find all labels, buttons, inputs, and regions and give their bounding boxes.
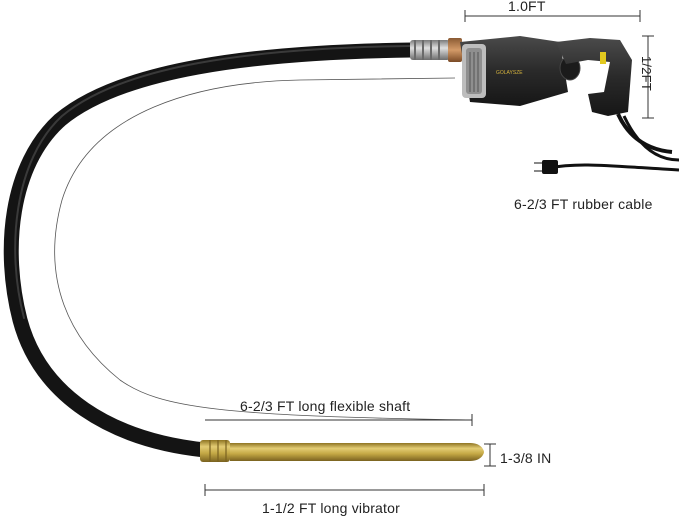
- vibrator-length-label: 1-1/2 FT long vibrator: [262, 500, 400, 516]
- hose-coupling: [410, 38, 462, 62]
- dimension-lines: [204, 10, 654, 496]
- power-switch: [600, 52, 606, 64]
- vibrator-diameter-label: 1-3/8 IN: [500, 450, 552, 466]
- brand-logo: GOLAYSZE: [496, 70, 523, 76]
- vibrator-head: [200, 440, 484, 462]
- flexible-hose: [3, 42, 420, 458]
- motor-housing: GOLAYSZE: [460, 36, 581, 106]
- housing-length-label: 1.0FT: [508, 0, 546, 14]
- hose-highlight: [14, 45, 411, 319]
- power-cable: [534, 113, 679, 174]
- inner-shaft-curve: [54, 77, 473, 421]
- motor-handle: [556, 38, 632, 116]
- housing-height-label: 1/2FT: [639, 56, 654, 91]
- shaft-length-label: 6-2/3 FT long flexible shaft: [240, 398, 411, 414]
- plug-icon: [542, 160, 558, 174]
- cable-length-label: 6-2/3 FT rubber cable: [514, 196, 653, 212]
